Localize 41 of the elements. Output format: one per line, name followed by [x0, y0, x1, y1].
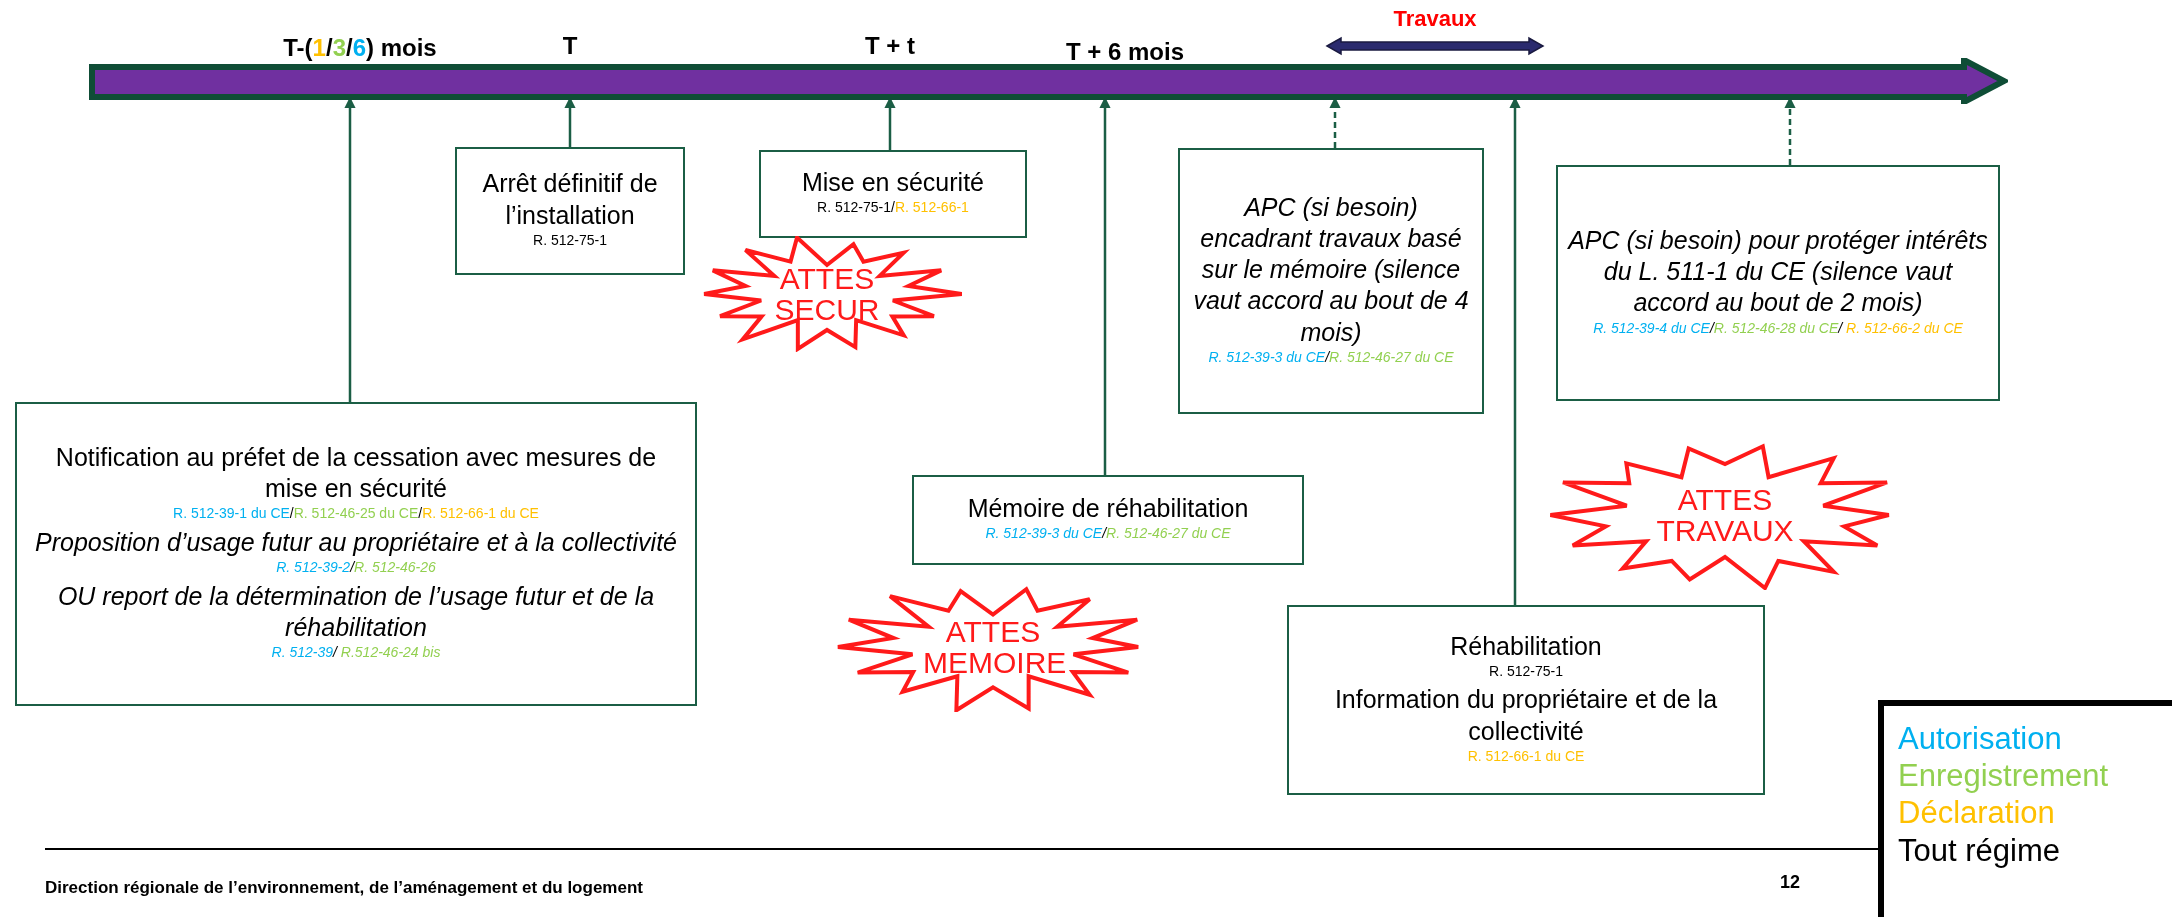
reference-text: R. 512-39-3 du CE/R. 512-46-27 du CE	[1208, 347, 1454, 367]
legend-text: Déclaration	[1898, 794, 2056, 832]
time-label: T	[562, 32, 578, 60]
page-number: 12	[1780, 872, 1801, 893]
process-box	[1556, 165, 2000, 401]
callout-text: ATTES SECUR	[773, 262, 881, 326]
node-text: Proposition d’usage futur au propriétaire et à la collectivité	[35, 527, 677, 559]
node-text: APC (si besoin) encadrant travaux basé sur le mémoire (silence vaut accord au bout de 4 mois)	[1192, 191, 1470, 348]
reference-text: R. 512-39-3 du CE/R. 512-46-27 du CE	[985, 524, 1231, 544]
reference-text: R. 512-39-2/R. 512-46-26	[276, 558, 436, 578]
legend-text: Enregistrement	[1898, 757, 2110, 795]
node-text: APC (si besoin) pour protéger intérêts du L. 511-1 du CE (silence vaut accord au bout de 2 mois)	[1568, 224, 1988, 319]
reference-text: R. 512-39-4 du CE/R. 512-46-28 du CE/ R. 512-66-2 du CE	[1593, 318, 1963, 338]
time-label: T + 6 mois	[1066, 38, 1184, 66]
node-text: Réhabilitation	[1450, 630, 1602, 662]
reference-text: R. 512-75-1	[533, 230, 607, 250]
process-box	[15, 402, 697, 706]
node-text: Mise en sécurité	[802, 167, 984, 199]
reference-text: R. 512-75-1/R. 512-66-1	[817, 198, 969, 218]
process-box	[1287, 605, 1765, 795]
reference-text: R. 512-66-1 du CE	[1467, 746, 1585, 766]
process-box	[912, 475, 1304, 565]
footer-text: Direction régionale de l’environnement, de l’aménagement et du logement	[45, 878, 643, 898]
node-text: Notification au préfet de la cessation avec mesures de mise en sécurité	[54, 442, 658, 505]
callout-text: ATTES TRAVAUX	[1655, 483, 1795, 547]
legend-text: Tout régime	[1898, 831, 2061, 869]
range-label: Travaux	[1392, 6, 1478, 32]
callout-text: ATTES MEMOIRE	[923, 615, 1063, 679]
node-text: OU report de la détermination de l’usage futur et de la réhabilitation	[56, 580, 656, 644]
reference-text: R. 512-39/ R.512-46-24 bis	[271, 643, 441, 663]
process-box	[759, 150, 1027, 238]
node-text: Information du propriétaire et de la collectivité	[1333, 684, 1719, 747]
node-text: Mémoire de réhabilitation	[967, 493, 1249, 525]
reference-text: R. 512-39-1 du CE/R. 512-46-25 du CE/R. 512-66-1 du CE	[173, 504, 539, 524]
legend-text: Autorisation	[1898, 720, 2063, 758]
process-box	[455, 147, 685, 275]
process-box	[1178, 148, 1484, 414]
reference-text: R. 512-75-1	[1489, 661, 1563, 681]
time-label: T-(1/3/6) mois	[283, 34, 437, 62]
node-text: Arrêt définitif de l’installation	[481, 168, 659, 231]
time-label: T + t	[865, 32, 915, 60]
